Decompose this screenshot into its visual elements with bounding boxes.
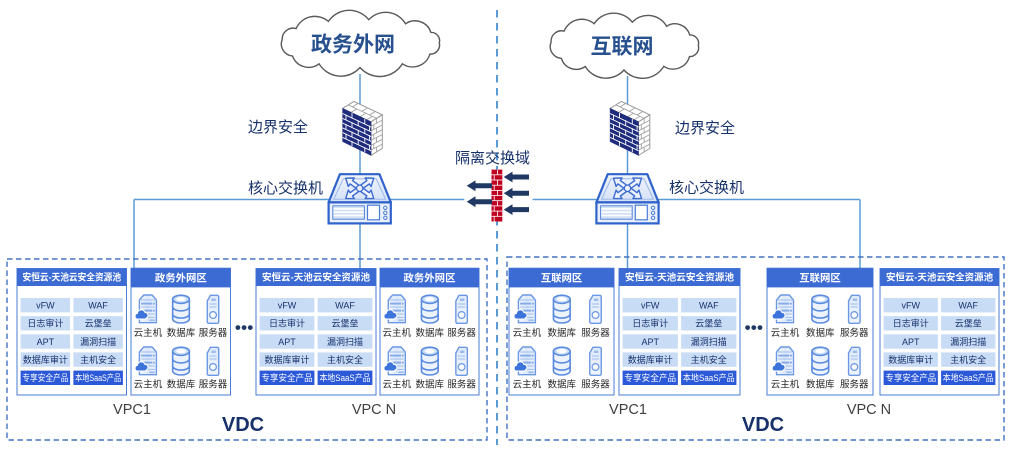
svg-text:专享安全产品: 专享安全产品 bbox=[22, 371, 68, 384]
svg-text:政务外网区: 政务外网区 bbox=[404, 270, 456, 285]
svg-text:数据库审计: 数据库审计 bbox=[628, 353, 673, 366]
svg-text:云主机: 云主机 bbox=[771, 325, 800, 339]
svg-text:互联网区: 互联网区 bbox=[799, 270, 841, 285]
svg-text:VPC1: VPC1 bbox=[609, 402, 647, 418]
svg-text:APT: APT bbox=[902, 335, 920, 348]
svg-text:漏洞扫描: 漏洞扫描 bbox=[80, 335, 116, 348]
svg-text:数据库审计: 数据库审计 bbox=[23, 353, 68, 366]
svg-text:云主机: 云主机 bbox=[134, 325, 163, 339]
svg-text:数据库: 数据库 bbox=[806, 325, 835, 339]
svg-text:云主机: 云主机 bbox=[513, 325, 542, 339]
svg-text:云主机: 云主机 bbox=[513, 377, 542, 391]
svg-text:安恒云-天池云安全资源池: 安恒云-天池云安全资源池 bbox=[23, 270, 122, 284]
svg-text:安恒云-天池云安全资源池: 安恒云-天池云安全资源池 bbox=[262, 270, 370, 284]
svg-text:vFW: vFW bbox=[641, 299, 660, 312]
svg-text:数据库审计: 数据库审计 bbox=[888, 353, 933, 366]
svg-text:vFW: vFW bbox=[36, 299, 55, 312]
svg-text:日志审计: 日志审计 bbox=[893, 317, 929, 330]
svg-text:数据库: 数据库 bbox=[416, 377, 445, 391]
svg-text:VPC1: VPC1 bbox=[113, 402, 151, 418]
svg-text:云堡垒: 云堡垒 bbox=[331, 317, 358, 330]
svg-text:边界安全: 边界安全 bbox=[675, 117, 735, 138]
svg-text:服务器: 服务器 bbox=[840, 325, 869, 339]
svg-text:主机安全: 主机安全 bbox=[950, 353, 986, 366]
svg-text:本地SaaS产品: 本地SaaS产品 bbox=[75, 371, 121, 384]
svg-text:服务器: 服务器 bbox=[840, 377, 869, 391]
svg-text:本地SaaS产品: 本地SaaS产品 bbox=[319, 371, 370, 384]
svg-text:vFW: vFW bbox=[278, 299, 297, 312]
svg-text:WAF: WAF bbox=[699, 299, 719, 312]
svg-text:政务外网区: 政务外网区 bbox=[155, 270, 207, 285]
svg-text:服务器: 服务器 bbox=[581, 325, 610, 339]
svg-text:数据库: 数据库 bbox=[416, 325, 445, 339]
svg-text:隔离交换域: 隔离交换域 bbox=[455, 147, 530, 168]
svg-text:服务器: 服务器 bbox=[447, 377, 476, 391]
svg-text:日志审计: 日志审计 bbox=[269, 317, 305, 330]
svg-text:政务外网: 政务外网 bbox=[311, 29, 395, 59]
svg-text:VPC N: VPC N bbox=[847, 402, 891, 418]
svg-text:云主机: 云主机 bbox=[383, 325, 412, 339]
svg-text:云堡垒: 云堡垒 bbox=[85, 317, 112, 330]
svg-text:漏洞扫描: 漏洞扫描 bbox=[327, 335, 363, 348]
svg-text:日志审计: 日志审计 bbox=[27, 317, 63, 330]
svg-text:主机安全: 主机安全 bbox=[691, 353, 727, 366]
svg-text:WAF: WAF bbox=[88, 299, 108, 312]
svg-text:日志审计: 日志审计 bbox=[632, 317, 668, 330]
svg-text:云主机: 云主机 bbox=[771, 377, 800, 391]
svg-text:云主机: 云主机 bbox=[383, 377, 412, 391]
svg-text:本地SaaS产品: 本地SaaS产品 bbox=[943, 371, 994, 384]
svg-text:服务器: 服务器 bbox=[447, 325, 476, 339]
svg-text:云主机: 云主机 bbox=[134, 377, 163, 391]
svg-text:互联网: 互联网 bbox=[591, 31, 654, 61]
svg-text:vFW: vFW bbox=[902, 299, 921, 312]
svg-text:数据库审计: 数据库审计 bbox=[264, 353, 309, 366]
svg-text:主机安全: 主机安全 bbox=[327, 353, 363, 366]
svg-text:服务器: 服务器 bbox=[199, 325, 228, 339]
svg-text:VDC: VDC bbox=[222, 414, 264, 436]
svg-text:安恒云-天池云安全资源池: 安恒云-天池云安全资源池 bbox=[625, 270, 734, 284]
svg-text:边界安全: 边界安全 bbox=[248, 116, 308, 137]
svg-text:服务器: 服务器 bbox=[581, 377, 610, 391]
svg-text:专享安全产品: 专享安全产品 bbox=[624, 371, 676, 384]
svg-text:VDC: VDC bbox=[742, 414, 784, 436]
svg-text:数据库: 数据库 bbox=[548, 377, 577, 391]
svg-text:服务器: 服务器 bbox=[199, 377, 228, 391]
svg-text:互联网区: 互联网区 bbox=[541, 270, 583, 285]
svg-text:核心交换机: 核心交换机 bbox=[669, 177, 744, 198]
svg-text:云堡垒: 云堡垒 bbox=[955, 317, 982, 330]
svg-text:数据库: 数据库 bbox=[167, 377, 196, 391]
svg-text:专享安全产品: 专享安全产品 bbox=[885, 371, 936, 384]
svg-text:主机安全: 主机安全 bbox=[80, 353, 116, 366]
svg-text:APT: APT bbox=[641, 335, 659, 348]
svg-text:VPC N: VPC N bbox=[352, 402, 396, 418]
svg-text:数据库: 数据库 bbox=[806, 377, 835, 391]
svg-text:专享安全产品: 专享安全产品 bbox=[261, 371, 312, 384]
svg-text:本地SaaS产品: 本地SaaS产品 bbox=[683, 371, 735, 384]
svg-text:漏洞扫描: 漏洞扫描 bbox=[950, 335, 986, 348]
svg-text:云堡垒: 云堡垒 bbox=[695, 317, 722, 330]
svg-text:漏洞扫描: 漏洞扫描 bbox=[691, 335, 727, 348]
svg-text:WAF: WAF bbox=[335, 299, 355, 312]
svg-text:APT: APT bbox=[37, 335, 55, 348]
svg-text:数据库: 数据库 bbox=[548, 325, 577, 339]
svg-text:核心交换机: 核心交换机 bbox=[248, 177, 323, 198]
svg-text:APT: APT bbox=[278, 335, 296, 348]
svg-text:WAF: WAF bbox=[958, 299, 978, 312]
svg-text:数据库: 数据库 bbox=[167, 325, 196, 339]
svg-text:安恒云-天池云安全资源池: 安恒云-天池云安全资源池 bbox=[886, 270, 994, 284]
